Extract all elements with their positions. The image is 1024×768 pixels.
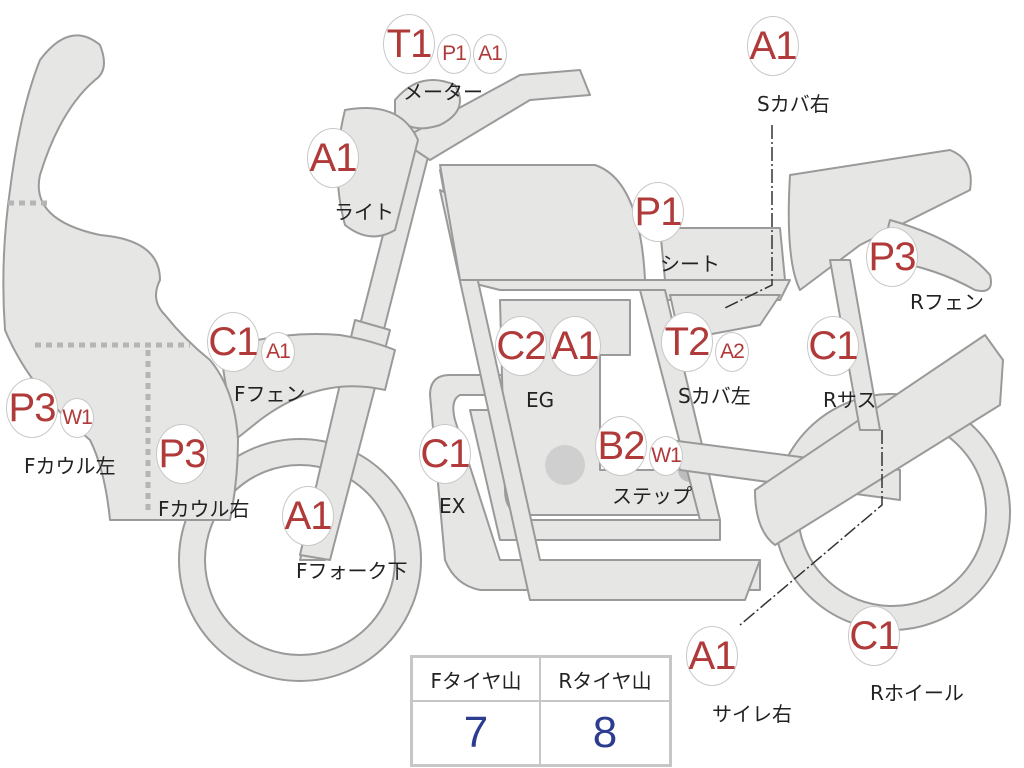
damage-code: C1 bbox=[207, 312, 259, 372]
part-exhaust[interactable]: C1 bbox=[419, 424, 471, 484]
part-s-cover-right[interactable]: A1 bbox=[747, 16, 799, 76]
part-label: シート bbox=[660, 252, 720, 276]
part-label: Rフェン bbox=[910, 290, 984, 314]
part-label: メーター bbox=[403, 80, 483, 104]
damage-code: P3 bbox=[6, 378, 58, 438]
table-header-rear-tire: Rタイヤ山 bbox=[541, 658, 669, 702]
part-seat[interactable]: P1 bbox=[632, 182, 684, 242]
damage-code: A1 bbox=[549, 316, 601, 376]
damage-code: B2 bbox=[595, 416, 647, 476]
part-label: Sカバ右 bbox=[757, 92, 830, 116]
front-wheel bbox=[179, 439, 421, 681]
part-f-fork-lower[interactable]: A1 bbox=[282, 486, 334, 546]
damage-code: C1 bbox=[807, 316, 859, 376]
damage-code: P1 bbox=[632, 182, 684, 242]
part-label: ライト bbox=[334, 200, 394, 224]
part-label: Sカバ左 bbox=[678, 384, 751, 408]
part-label: Fフェン bbox=[234, 382, 306, 406]
damage-code: T2 bbox=[661, 312, 713, 372]
part-label: ステップ bbox=[612, 484, 692, 508]
part-label: Fカウル右 bbox=[158, 497, 250, 521]
damage-code: A1 bbox=[307, 128, 359, 188]
damage-code: C1 bbox=[848, 606, 900, 666]
part-label: サイレ右 bbox=[712, 702, 792, 726]
damage-code: A1 bbox=[261, 332, 295, 372]
part-r-suspension[interactable]: C1 bbox=[807, 316, 859, 376]
part-silencer-right[interactable]: A1 bbox=[686, 626, 738, 686]
damage-code: A1 bbox=[282, 486, 334, 546]
damage-code: A2 bbox=[715, 332, 749, 372]
damage-code: P3 bbox=[866, 227, 918, 287]
part-r-fender[interactable]: P3 bbox=[866, 227, 918, 287]
damage-code: W1 bbox=[60, 398, 94, 438]
handlebar bbox=[399, 69, 591, 161]
fuel-tank bbox=[439, 164, 646, 281]
damage-code: A1 bbox=[473, 34, 507, 74]
part-label: EG bbox=[526, 388, 555, 412]
damage-code: T1 bbox=[383, 14, 435, 74]
part-label: Rサス bbox=[823, 388, 877, 412]
damage-code: A1 bbox=[747, 16, 799, 76]
rear-tire-value: 8 bbox=[592, 708, 618, 757]
part-r-wheel[interactable]: C1 bbox=[848, 606, 900, 666]
part-label: EX bbox=[439, 494, 466, 518]
silencer bbox=[754, 334, 1004, 546]
part-label: Fフォーク下 bbox=[296, 559, 408, 583]
part-light[interactable]: A1 bbox=[307, 128, 359, 188]
damage-code: A1 bbox=[686, 626, 738, 686]
part-f-cowl-right[interactable]: P3 bbox=[156, 424, 208, 484]
damage-code: W1 bbox=[649, 436, 683, 476]
part-label: Fカウル左 bbox=[24, 454, 116, 478]
damage-code: C1 bbox=[419, 424, 471, 484]
seat bbox=[659, 227, 786, 281]
damage-code: P1 bbox=[437, 34, 471, 74]
tire-tread-table: Fタイヤ山 Rタイヤ山 7 8 bbox=[410, 655, 672, 767]
front-tire-value: 7 bbox=[413, 702, 541, 764]
damage-code: C2 bbox=[495, 316, 547, 376]
damage-code: P3 bbox=[156, 424, 208, 484]
part-label: Rホイール bbox=[870, 681, 964, 705]
table-header-front-tire: Fタイヤ山 bbox=[413, 658, 541, 702]
